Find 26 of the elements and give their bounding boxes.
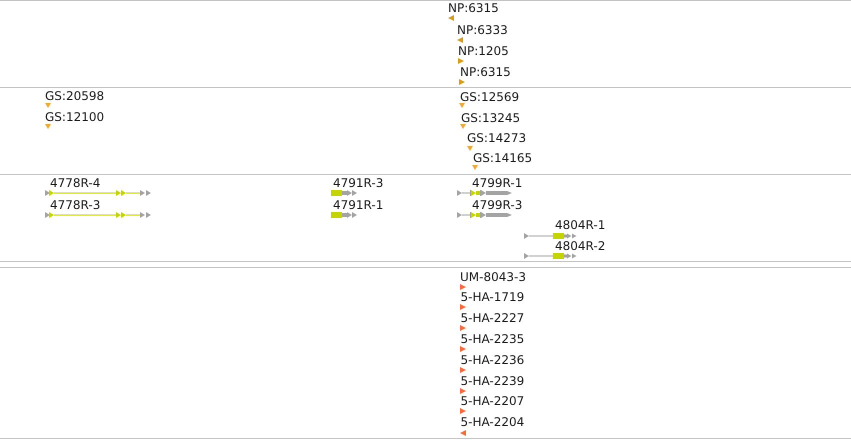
feature-label: 4778R-4 (50, 176, 100, 190)
feature-label: UM-8043-3 (460, 270, 526, 284)
feature-label: 5-HA-2236 (460, 352, 524, 367)
feature-label: GS:12100 (45, 110, 104, 124)
feature-label: 5-HA-2235 (460, 332, 524, 346)
feature-label: GS:13245 (461, 110, 520, 124)
feature-label: 5-HA-2204 (460, 415, 524, 430)
feature-label: 5-HA-2239 (460, 374, 524, 388)
feature-label: NP:6315 (448, 1, 499, 15)
feature-label: 5-HA-2227 (460, 311, 524, 326)
feature-label: GS:14273 (467, 131, 526, 145)
feature-label: 5-HA-2207 (460, 394, 524, 408)
feature-label: NP:6333 (457, 23, 508, 37)
feature-label: GS:14165 (473, 151, 532, 165)
feature-label: 4799R-1 (472, 176, 522, 190)
feature-label: 5-HA-1719 (460, 290, 524, 304)
feature-label: NP:1205 (458, 44, 509, 58)
feature-label: GS:20598 (45, 89, 104, 103)
feature-label: 4804R-1 (555, 218, 606, 232)
feature-label: 4791R-3 (333, 176, 384, 190)
feature-label: 4804R-2 (555, 239, 606, 253)
feature-label: 4791R-1 (333, 198, 384, 212)
feature-label: NP:6315 (460, 64, 511, 78)
feature-label: GS:12569 (460, 90, 520, 104)
feature-label: 4799R-3 (472, 198, 522, 212)
feature-label: 4778R-3 (50, 198, 100, 212)
